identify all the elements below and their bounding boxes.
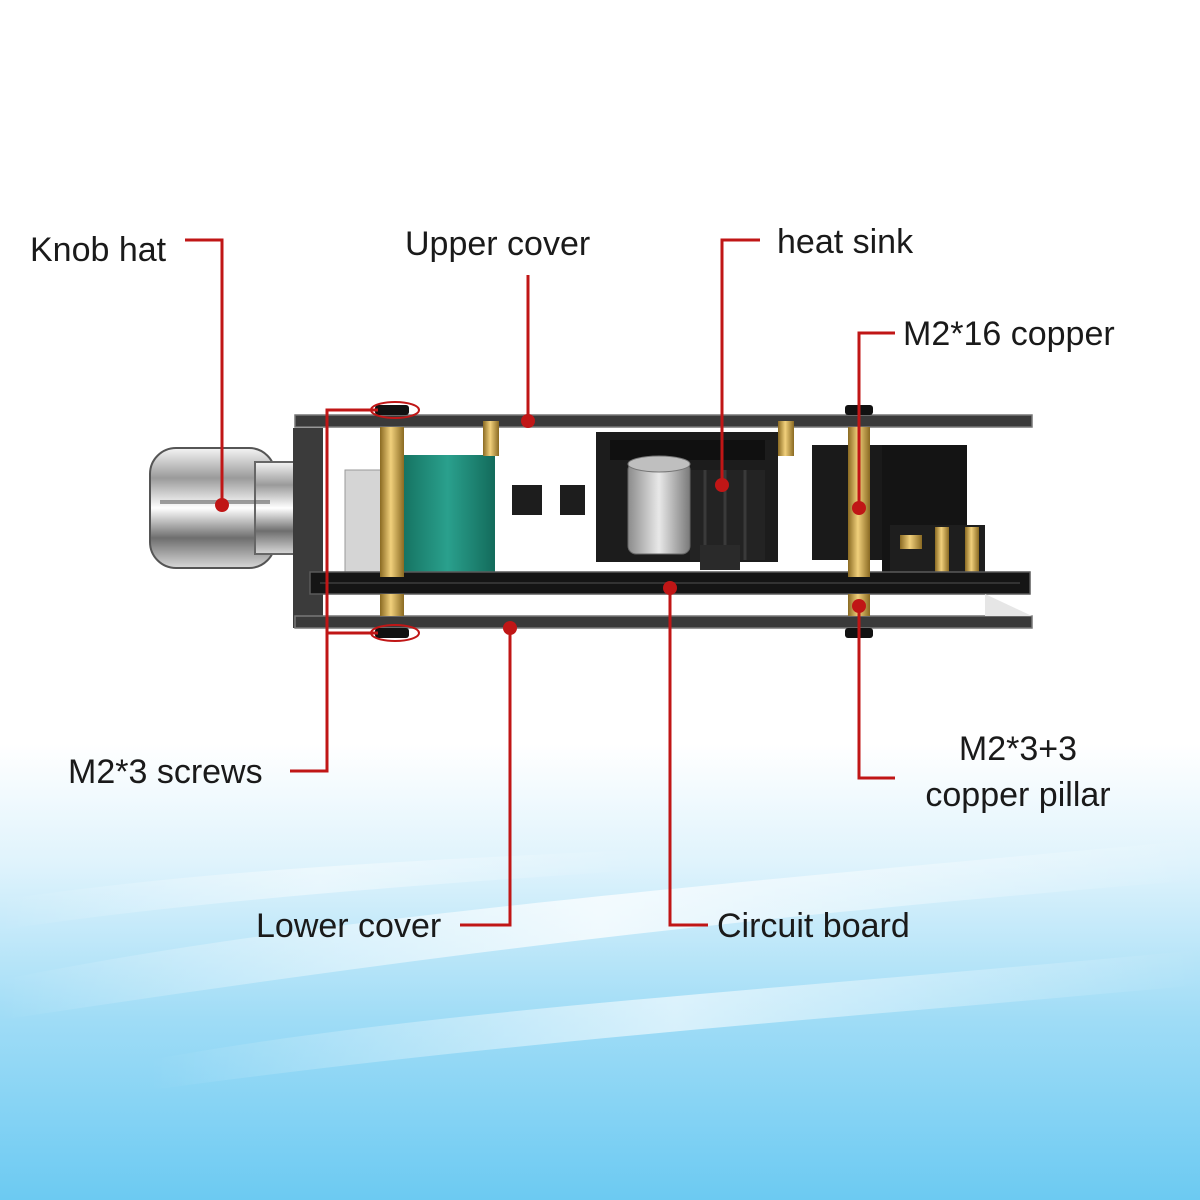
callout-heat-sink: heat sink (777, 223, 914, 261)
m2-3-screw (375, 405, 409, 415)
callout-m2-3-3-line2: copper pillar (925, 776, 1111, 814)
screw-highlight-ring (370, 624, 420, 642)
leader-m2-16-copper (857, 331, 895, 508)
marker-dot (503, 621, 517, 635)
ic-chip (512, 485, 542, 515)
electrolytic-capacitor (627, 455, 691, 555)
knob-hat (149, 447, 301, 569)
marker-dot (715, 478, 729, 492)
short-standoff (483, 421, 499, 456)
leader-circuit-board (668, 588, 708, 927)
cloud-wisp (150, 950, 1200, 1090)
ic-chip (560, 485, 585, 515)
marker-dot (663, 581, 677, 595)
leader-knob-hat (185, 238, 224, 505)
m2-3-3-copper-pillar (380, 594, 404, 616)
callout-upper-cover: Upper cover (405, 225, 591, 263)
m2-16-copper-pillar (380, 427, 404, 577)
leader-heat-sink (720, 238, 760, 485)
marker-dot (521, 414, 535, 428)
ic-chip (700, 545, 740, 570)
potentiometer (344, 455, 495, 577)
callout-knob-hat: Knob hat (30, 231, 167, 269)
callout-circuit-board: Circuit board (717, 907, 910, 945)
m2-3-screw (375, 628, 409, 638)
callout-m2-3-screws: M2*3 screws (68, 753, 263, 791)
cloud-wisp (0, 850, 640, 930)
lower-cover-plate (294, 615, 1033, 629)
callout-lower-cover: Lower cover (256, 907, 442, 945)
marker-dot (852, 501, 866, 515)
screw-highlight-ring (370, 401, 420, 419)
leader-m2-3-3-pillar (857, 606, 895, 780)
short-standoff (778, 421, 794, 456)
output-connector (812, 445, 985, 577)
lower-cover-edge (985, 594, 1032, 616)
leader-m2-3-screws (290, 408, 378, 773)
callout-m2-3-3-line1: M2*3+3 (958, 730, 1078, 768)
cloud-wisp (0, 840, 1200, 1020)
leader-lower-cover (460, 628, 512, 927)
marker-dot (215, 498, 229, 512)
callout-m2-3-3-copper-pillar: M2*3+3 copper pillar (918, 726, 1118, 818)
marker-dot (852, 599, 866, 613)
callout-m2-16-copper: M2*16 copper (903, 315, 1115, 353)
upper-cover-plate (294, 414, 1033, 428)
